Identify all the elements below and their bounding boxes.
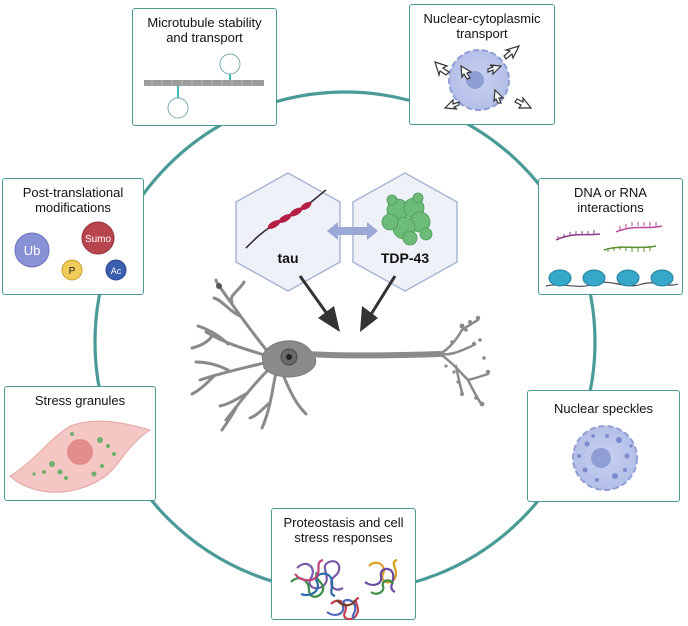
p-badge: P [69,266,76,277]
neuron-icon [190,278,491,432]
ptm-icon: Ub Sumo P Ac [14,221,127,281]
ac-badge: Ac [111,266,122,276]
interaction-arrow [327,222,378,240]
sumo-badge: Sumo [85,234,112,245]
tdp43-to-neuron-arrow [360,275,397,332]
nuclear-speckles-icon [572,425,638,491]
nuclear-transport-panel-title: Nuclear-cytoplasmic transport [410,11,554,41]
ptm-panel-title: Post-translational modifications [3,185,143,215]
ptm-title-line2: modifications [35,200,111,215]
microtubule-panel-title: Microtubule stability and transport [133,15,276,45]
microtubule-panel: Microtubule stability and transport [132,8,277,126]
proteostasis-panel-title: Proteostasis and cell stress responses [272,515,415,545]
protein-aggregates-icon [290,558,398,620]
stress-granules-panel-title: Stress granules [34,393,126,408]
dna-rna-title-line2: interactions [577,200,644,215]
tau-label: tau [278,250,299,266]
nuclear-speckles-panel: Nuclear speckles [527,390,680,502]
nuclear-transport-title-line2: transport [456,26,508,41]
ptm-panel: Post-translational modifications Ub Sumo… [2,178,144,295]
tau-to-neuron-arrow [298,275,340,332]
dna-rna-panel-title: DNA or RNA interactions [539,185,682,215]
microtubule-title-line1: Microtubule stability [147,15,262,30]
proteostasis-title-line2: stress responses [294,530,393,545]
dna-rna-icon [545,222,679,287]
nuclear-transport-title-line1: Nuclear-cytoplasmic [423,11,541,26]
tau-repeat-domains [267,202,312,229]
microtubule-title-line2: and transport [166,30,243,45]
proteostasis-title-line1: Proteostasis and cell [283,515,404,530]
tau-hexagon [235,172,341,292]
nucleus-transport-icon [434,45,533,111]
tdp43-hexagon [352,172,458,292]
axon-terminal-boutons [444,315,491,407]
dna-rna-panel: DNA or RNA interactions [538,178,683,295]
stress-granule-cell-icon [9,420,152,493]
nuclear-speckles-panel-title: Nuclear speckles [554,401,653,416]
dna-rna-title-line1: DNA or RNA [574,185,647,200]
ptm-title-line1: Post-translational [22,185,124,200]
nuclear-transport-panel: Nuclear-cytoplasmic transport [409,4,555,125]
proteostasis-panel: Proteostasis and cell stress responses [271,508,416,620]
microtubule-icon [144,53,264,119]
stress-granules-panel: Stress granules [4,386,156,501]
tdp43-label: TDP-43 [381,250,429,266]
tdp43-protein-icon [381,192,433,246]
ub-badge: Ub [24,243,41,258]
